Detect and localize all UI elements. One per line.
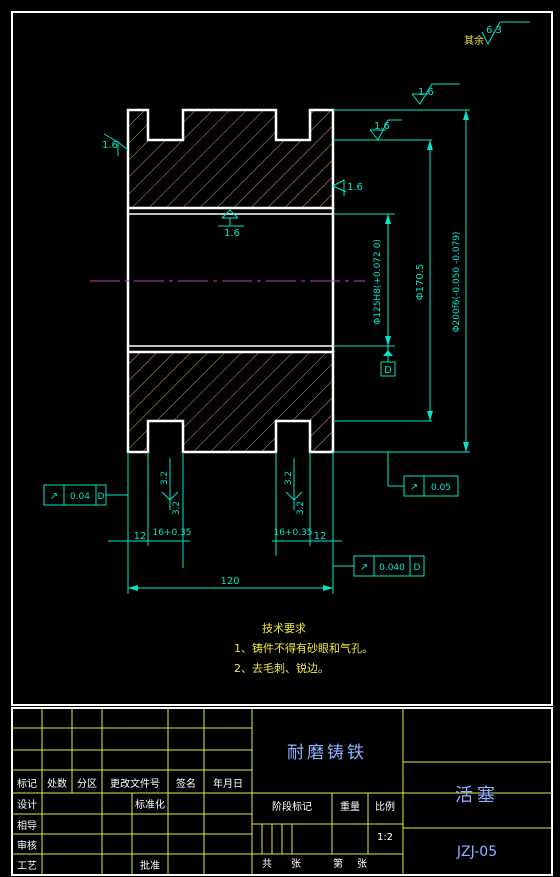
svg-text:0.04: 0.04 [70,492,90,502]
piston-section-top [126,108,335,210]
tb-part-name: 活塞 [455,785,499,806]
svg-text:0.040: 0.040 [379,563,405,573]
arrow [427,140,433,150]
datum-box [380,361,396,377]
svg-text:1.6: 1.6 [347,182,363,193]
tb-approve: 批准 [140,859,160,872]
dim-outer-dia: Φ200f6(-0.050 -0.079) [452,231,462,332]
datum-letter: D [384,365,392,376]
arrow [463,442,469,452]
tb-header-mark: 标记 [17,778,37,790]
tb-weight: 重量 [340,800,360,813]
tb-ratio: 比例 [375,800,395,813]
tb-header-docno: 更改文件号 [110,777,160,790]
roughness-groove-right: 3.2 3.2 [284,458,306,515]
tb-header-zone: 分区 [77,778,97,790]
arrow [385,214,391,224]
svg-text:6.3: 6.3 [486,25,502,36]
drawing-border [11,11,553,706]
roughness-left-top: 1.6 [102,133,129,156]
svg-text:3.2: 3.2 [160,471,170,485]
svg-text:3.2: 3.2 [296,501,306,515]
tb-material: 耐磨铸铁 [287,743,367,763]
svg-text:↗: ↗ [50,491,58,502]
svg-text:1.6: 1.6 [224,228,240,239]
svg-text:↗: ↗ [410,482,418,493]
tb-header-count: 处数 [47,777,67,790]
tech-req-title: 技术要求 [262,622,306,635]
arrow [427,411,433,421]
arrow [323,585,333,591]
svg-text:1.6: 1.6 [374,121,390,132]
dim-right-width: 16+0.35 [273,528,312,538]
tolerance-frame-bottom: ↗ 0.040 D [333,555,425,577]
svg-text:↗: ↗ [360,562,368,573]
arrow [128,585,138,591]
tb-total: 共 [262,858,272,870]
dim-inner-dia: Φ170.5 [415,264,426,301]
dim-right-offset: 12 [314,531,327,542]
tb-process: 工艺 [17,860,37,872]
tb-scale: 1:2 [377,832,393,843]
svg-text:1.6: 1.6 [102,140,118,151]
tb-design: 设计 [17,798,37,811]
roughness-top-inner: 1.6 [369,119,402,141]
dim-left-width: 16+0.35 [152,528,191,538]
dim-left-offset: 12 [134,531,147,542]
arrow [463,110,469,120]
svg-text:D: D [98,492,105,502]
tb-sheets: 张 [291,858,301,870]
tb-drawing-no: JZJ-05 [456,844,497,860]
svg-text:其余: 其余 [464,34,484,47]
datum-triangle [383,350,393,356]
tb-header-sign: 签名 [176,777,196,790]
tb-stage-mark: 阶段标记 [272,800,312,813]
tolerance-frame-right: ↗ 0.05 [387,452,459,497]
arrow [385,336,391,346]
tb-checker: 相导 [17,819,37,832]
svg-text:D: D [414,563,421,573]
svg-text:0.05: 0.05 [431,483,451,493]
svg-text:3.2: 3.2 [284,471,294,485]
roughness-top-right: 1.6 [411,83,460,105]
tb-review: 审核 [17,839,37,852]
piston-section-bottom [126,350,335,454]
tolerance-frame-left: ↗ 0.04 D [43,484,128,506]
roughness-groove-left: 3.2 3.2 [160,458,182,515]
roughness-bore: 1.6 [218,209,244,239]
tb-sheet-no: 第 [333,857,343,870]
dim-total-width: 120 [220,576,239,587]
dim-bore-dia: Φ125H8(+0.072 0) [373,239,383,325]
roughness-general: 其余 6.3 [464,21,530,47]
tb-header-date: 年月日 [213,777,243,790]
title-block [11,707,553,876]
tech-req-item-1: 1、铸件不得有砂眼和气孔。 [234,641,373,655]
svg-text:1.6: 1.6 [418,87,434,98]
svg-text:3.2: 3.2 [172,501,182,515]
roughness-right-mid: 1.6 [332,179,363,196]
tb-sheet: 张 [357,858,367,870]
tb-standard: 标准化 [135,798,165,811]
tech-req-item-2: 2、去毛刺、锐边。 [234,661,329,675]
